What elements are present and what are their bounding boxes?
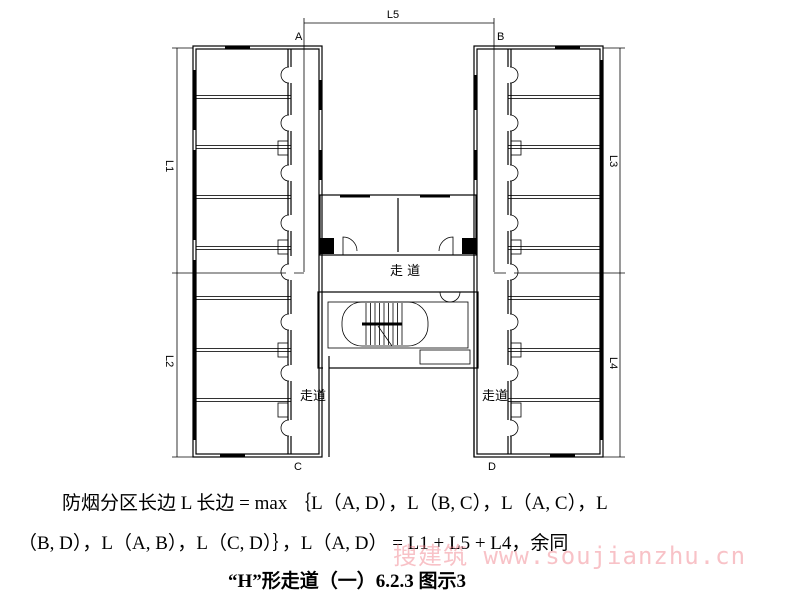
door-swing	[280, 66, 290, 84]
door-gap	[506, 264, 514, 280]
corridor-left-label: 走道	[300, 389, 326, 404]
door-gap	[286, 215, 294, 231]
room-partition	[195, 296, 292, 300]
point-b: B	[497, 31, 504, 43]
dimension-l5: L5	[303, 9, 495, 272]
door-swing	[509, 419, 519, 437]
corridor-right-label: 走道	[482, 389, 508, 404]
middle-rooms	[319, 194, 477, 256]
room-partition	[507, 246, 601, 250]
door-gap	[286, 115, 294, 131]
dimension-left: L1 L2	[163, 47, 304, 458]
door-gap	[506, 67, 514, 83]
door-swing	[509, 66, 519, 84]
point-a: A	[295, 31, 303, 43]
door-gap	[506, 215, 514, 231]
room-partition	[507, 95, 601, 99]
door-swing	[280, 313, 290, 331]
caption-formula-line2: （B, D），L（A, B），L（C, D）｝，L（A, D） = L1 + L…	[18, 533, 569, 554]
svg-text:L3: L3	[607, 155, 619, 167]
shaft	[510, 342, 522, 358]
room-partition	[195, 145, 292, 149]
room-partition	[195, 95, 292, 99]
door-gap	[286, 67, 294, 83]
door-swing	[509, 114, 519, 132]
shaft	[277, 342, 289, 358]
door-swing	[509, 214, 519, 232]
room-partition	[507, 398, 601, 402]
svg-text:L5: L5	[387, 9, 399, 21]
caption-formula-line1: 防烟分区长边 L 长边 = max ｛L（A, D），L（B, C），L（A, …	[62, 493, 608, 514]
figure-title: “H”形走道（一）6.2.3 图示3	[228, 571, 467, 592]
room-partition	[195, 398, 292, 402]
svg-text:L4: L4	[607, 357, 619, 369]
door-swing	[280, 164, 290, 182]
room-partition	[195, 246, 292, 250]
room-partition	[195, 195, 292, 199]
shaft	[277, 140, 289, 156]
door-gap	[286, 314, 294, 330]
shaft	[510, 402, 522, 418]
svg-text:L2: L2	[163, 355, 175, 367]
door-gap	[506, 365, 514, 381]
door-swing	[280, 419, 290, 437]
floor-plan: L5 A B C D L1 L2 L3 L4	[163, 9, 625, 473]
door-gap	[506, 420, 514, 436]
svg-text:L1: L1	[163, 160, 175, 172]
room-partition	[507, 195, 601, 199]
stair-core	[317, 291, 479, 457]
room-partition	[507, 296, 601, 300]
shaft	[277, 402, 289, 418]
door-swing	[509, 313, 519, 331]
door-swing	[509, 263, 519, 281]
door-swing	[280, 364, 290, 382]
door-gap	[506, 115, 514, 131]
shaft	[277, 239, 289, 255]
room-partition	[507, 348, 601, 352]
point-c: C	[294, 461, 302, 473]
door-swing	[509, 364, 519, 382]
dimension-right: L3 L4	[494, 47, 625, 458]
door-swing	[509, 164, 519, 182]
watermark: 搜建筑 www.soujianzhu.cn	[393, 542, 747, 570]
room-partition	[507, 145, 601, 149]
corridor-main-label: 走 道	[390, 264, 420, 279]
point-d: D	[488, 461, 496, 473]
room-partition	[195, 348, 292, 352]
door-swing	[280, 214, 290, 232]
door-gap	[286, 420, 294, 436]
shaft	[510, 140, 522, 156]
door-gap	[286, 365, 294, 381]
door-gap	[506, 165, 514, 181]
shaft	[510, 239, 522, 255]
door-gap	[506, 314, 514, 330]
door-swing	[280, 263, 290, 281]
door-swing	[280, 114, 290, 132]
door-gap	[286, 165, 294, 181]
